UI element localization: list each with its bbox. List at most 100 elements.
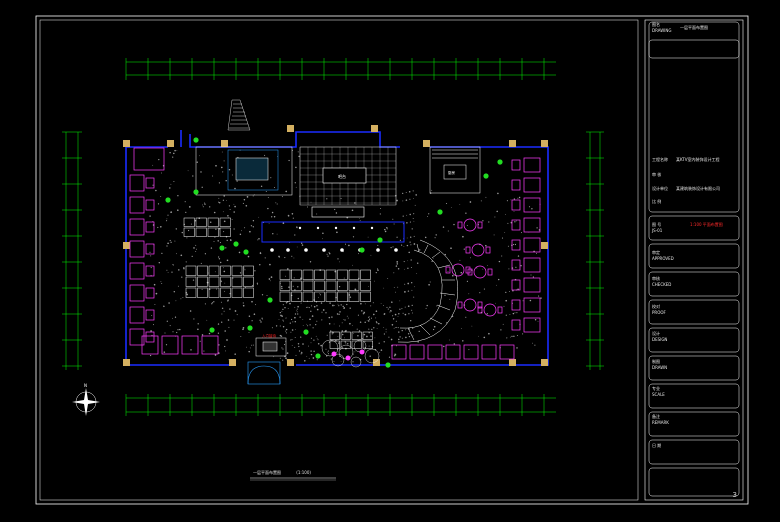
stone-speck: [505, 291, 507, 294]
stone-speck: [483, 288, 485, 290]
stone-speck: [370, 254, 372, 256]
stone-speck: [325, 348, 327, 350]
title-block-cell: [648, 355, 740, 381]
stone-speck: [213, 211, 216, 214]
stone-speck: [368, 286, 369, 287]
stone-speck: [410, 236, 412, 238]
stone-speck: [388, 336, 390, 338]
stone-speck: [309, 318, 311, 321]
stone-speck: [514, 243, 517, 246]
stone-speck: [306, 323, 308, 325]
stone-speck: [272, 233, 274, 235]
stone-speck: [343, 307, 345, 309]
stone-speck: [158, 262, 160, 264]
stone-speck: [399, 308, 401, 310]
stone-speck: [396, 263, 399, 265]
stone-speck: [336, 231, 338, 234]
sofa: [129, 328, 145, 346]
potted-plants: [165, 137, 503, 368]
stone-speck: [251, 284, 253, 286]
stone-speck: [393, 327, 395, 329]
stone-speck: [339, 325, 341, 327]
stone-speck: [269, 280, 271, 282]
sofa-table: [145, 243, 155, 255]
sofa: [133, 147, 165, 171]
stone-speck: [281, 285, 283, 288]
stone-speck: [175, 228, 177, 230]
stone-speck: [201, 186, 203, 188]
stool: [394, 248, 398, 252]
stone-speck: [252, 195, 254, 197]
stone-speck: [165, 344, 168, 346]
stone-speck: [534, 318, 537, 321]
sofa: [523, 297, 541, 313]
seat: [348, 269, 360, 280]
chair: [477, 301, 483, 309]
sofa: [409, 344, 425, 360]
stone-speck: [214, 354, 217, 356]
stone-speck: [344, 337, 345, 339]
chair: [445, 266, 451, 274]
sofa: [129, 240, 145, 258]
stone-speck: [286, 268, 289, 270]
stone-speck: [317, 342, 320, 345]
stone-speck: [404, 291, 406, 293]
stone-speck: [177, 209, 179, 211]
sofa-table: [511, 239, 521, 251]
plant: [165, 197, 171, 203]
stone-speck: [276, 203, 278, 205]
stone-speck: [289, 322, 291, 324]
stone-speck: [399, 300, 401, 302]
stone-speck: [328, 323, 331, 325]
stone-speck: [218, 352, 220, 354]
entry-stage: [255, 337, 287, 357]
seat: [302, 291, 314, 302]
chair: [485, 246, 491, 254]
stone-speck: [267, 197, 269, 198]
stone-speck: [242, 202, 244, 204]
sofa: [499, 344, 515, 360]
stone-speck: [406, 237, 408, 239]
stone-speck: [408, 251, 410, 254]
stone-speck: [210, 247, 213, 249]
stone-speck: [282, 304, 284, 306]
stone-speck: [218, 197, 220, 199]
stone-speck: [297, 286, 299, 288]
chair: [497, 306, 503, 314]
stone-speck: [318, 296, 319, 298]
north-arrow: N: [72, 383, 100, 416]
stone-speck: [429, 281, 431, 283]
stone-speck: [197, 323, 199, 325]
stone-speck: [246, 346, 247, 348]
column: [167, 140, 174, 147]
stone-speck: [201, 204, 203, 206]
stone-speck: [445, 202, 448, 205]
stone-speck: [196, 161, 198, 163]
stone-speck: [213, 301, 215, 303]
stone-speck: [465, 212, 467, 214]
stone-speck: [174, 316, 177, 318]
stone-speck: [354, 351, 356, 353]
stone-speck: [163, 351, 166, 353]
stone-speck: [352, 361, 354, 363]
stone-speck: [371, 328, 373, 331]
stone-speck: [376, 322, 378, 324]
seat: [362, 331, 373, 340]
stone-speck: [310, 305, 313, 307]
stone-speck: [204, 253, 207, 255]
stone-speck: [403, 261, 405, 263]
stone-speck: [495, 302, 496, 304]
stone-speck: [257, 239, 259, 241]
stone-speck: [150, 255, 152, 257]
stone-speck: [174, 240, 176, 242]
stone-speck: [339, 337, 341, 339]
stone-speck: [368, 315, 370, 317]
chair: [457, 221, 463, 229]
stone-speck: [190, 349, 192, 351]
stool: [376, 248, 380, 252]
stone-speck: [172, 264, 174, 266]
chair: [467, 268, 473, 276]
stone-speck: [514, 221, 516, 223]
stone-speck: [450, 247, 452, 250]
stone-speck: [361, 338, 364, 340]
